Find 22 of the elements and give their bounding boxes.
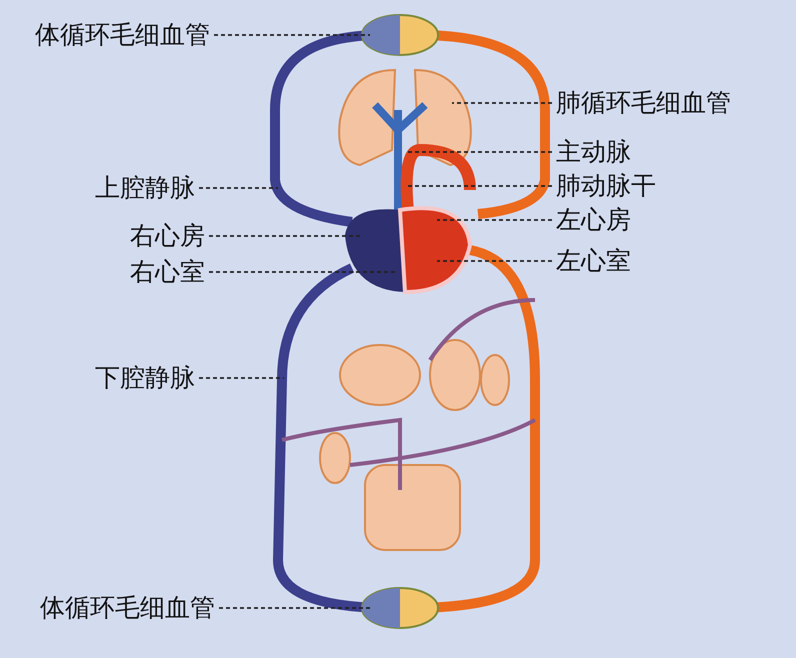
leader-line (437, 260, 552, 262)
part-label: 肺循环毛细血管 (556, 88, 731, 118)
leader-line (209, 235, 362, 237)
part-label: 右心房 (130, 221, 205, 251)
part-label: 主动脉 (556, 137, 631, 167)
leader-line (452, 102, 552, 104)
part-label: 右心室 (130, 257, 205, 287)
leader-line (214, 34, 370, 36)
part-label: 下腔静脉 (95, 363, 195, 393)
leader-line (437, 219, 552, 221)
leader-line (219, 607, 372, 609)
leader-line (199, 377, 284, 379)
leader-line (199, 187, 278, 189)
part-label: 左心室 (556, 246, 631, 276)
leader-line (209, 271, 398, 273)
part-label: 肺动脉干 (556, 171, 656, 201)
leader-line (405, 151, 552, 153)
part-label: 体循环毛细血管 (40, 593, 215, 623)
leader-line (405, 185, 552, 187)
part-label: 上腔静脉 (95, 173, 195, 203)
part-label: 体循环毛细血管 (35, 20, 210, 50)
part-label: 左心房 (556, 205, 631, 235)
